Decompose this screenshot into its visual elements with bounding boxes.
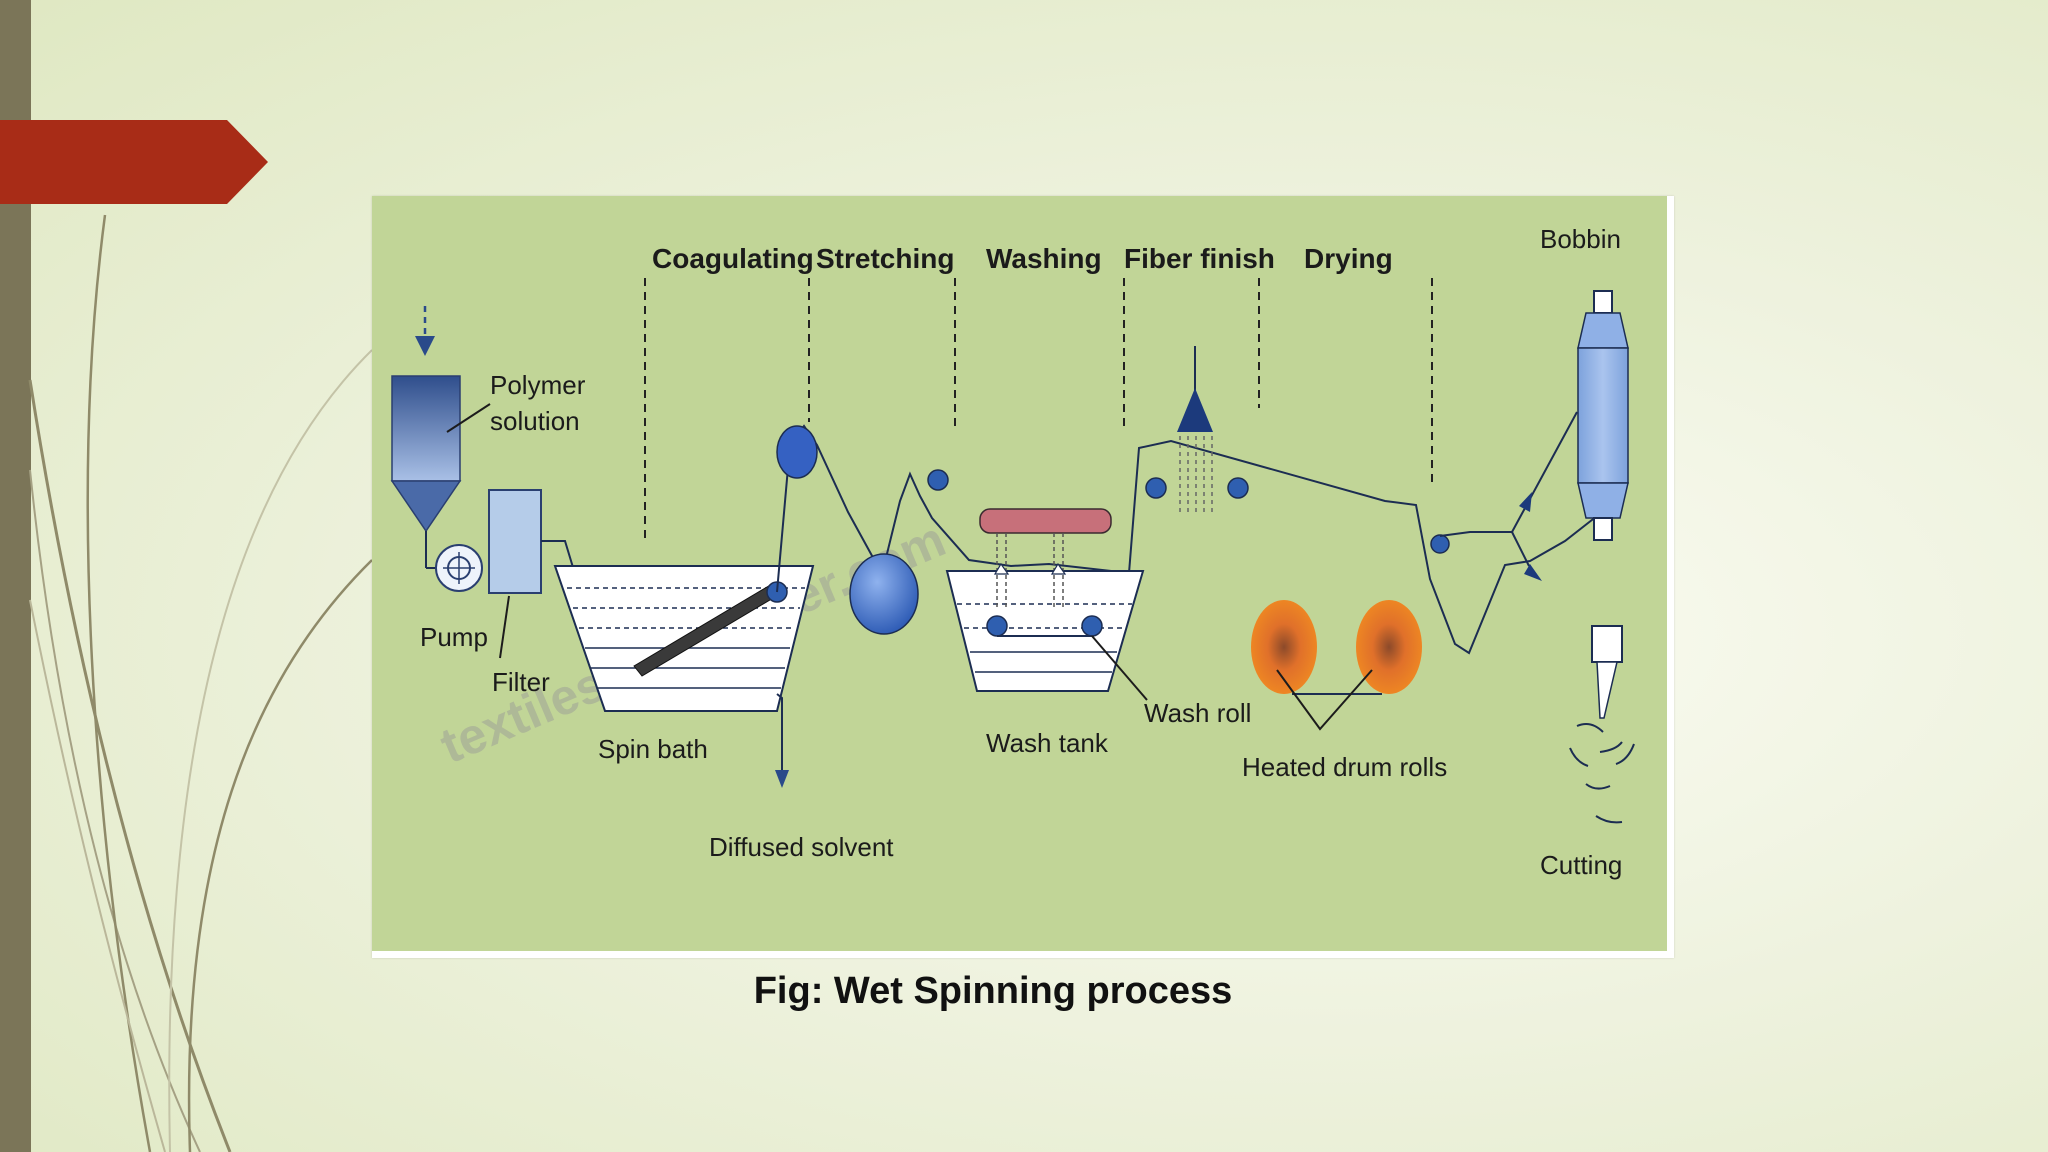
- wash-tank-label: Wash tank: [986, 728, 1109, 758]
- filter: [488, 489, 542, 594]
- red-arrow-banner: [0, 120, 268, 204]
- spin-bath: [553, 565, 815, 788]
- take-up-guide: [1430, 411, 1578, 581]
- stage-coagulating: Coagulating: [652, 243, 814, 274]
- spin-bath-label: Spin bath: [598, 734, 708, 764]
- diffused-solvent-label: Diffused solvent: [709, 832, 894, 862]
- feed-arrow: [415, 306, 435, 356]
- filter-leader: [499, 595, 510, 659]
- heated-drum-rolls: [1251, 600, 1422, 731]
- stage-drying: Drying: [1304, 243, 1393, 274]
- heated-drum-rolls-label: Heated drum rolls: [1242, 752, 1447, 782]
- polymer-hopper: [390, 375, 462, 569]
- cutting-blade: [1569, 625, 1635, 824]
- finish-spray-nozzle: [1145, 346, 1249, 514]
- bobbin: [1577, 290, 1629, 541]
- filter-label: Filter: [492, 667, 550, 697]
- figure-caption: Fig: Wet Spinning process: [753, 970, 1233, 1012]
- stage-fiber-finish: Fiber finish: [1124, 243, 1275, 274]
- decorative-curves: [28, 214, 373, 1152]
- pump-label: Pump: [420, 622, 488, 652]
- wet-spinning-diagram: textilestudycenter.com Coagulating Stret…: [372, 196, 1674, 958]
- stage-stretching: Stretching: [816, 243, 954, 274]
- bobbin-label: Bobbin: [1540, 224, 1621, 254]
- polymer-label-line2: solution: [490, 406, 580, 436]
- cutting-label: Cutting: [1540, 850, 1622, 880]
- wash-roll-label: Wash roll: [1144, 698, 1251, 728]
- stretching-rolls: [776, 425, 949, 635]
- stage-washing: Washing: [986, 243, 1102, 274]
- polymer-label-line1: Polymer: [490, 370, 586, 400]
- stage-dividers: [644, 278, 1433, 541]
- pump: [435, 544, 483, 592]
- wash-tank: [945, 508, 1148, 701]
- fiber-path: [776, 424, 1598, 655]
- polymer-leader: [446, 403, 491, 433]
